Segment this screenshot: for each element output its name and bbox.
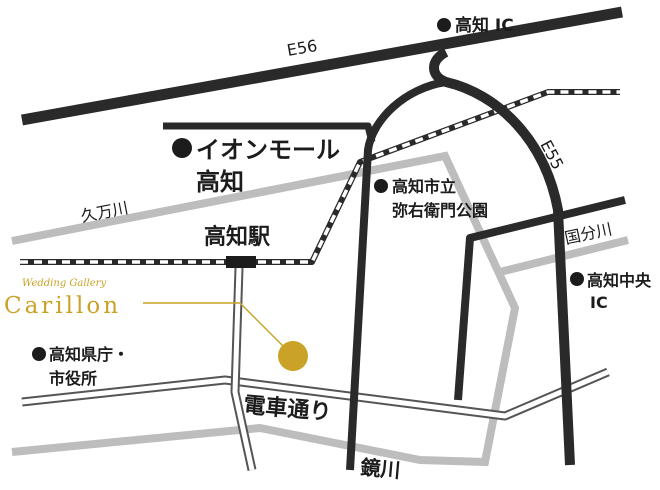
pref-office-label-line1: 高知県庁・	[49, 345, 129, 364]
chuo-ic-dot	[570, 272, 584, 286]
tram-street-label: 電車通り	[242, 393, 332, 426]
chuo-ic-label-line2: IC	[590, 293, 608, 312]
kagamigawa-label: 鏡川	[360, 455, 402, 482]
aeon-label-line1: イオンモール	[196, 136, 340, 164]
park-label-line2: 弥右衛門公園	[392, 201, 488, 220]
pref-office-dot	[32, 347, 46, 361]
road-ic-west	[346, 78, 447, 471]
aeon-label-line2: 高知	[196, 168, 244, 196]
venue-marker	[278, 341, 308, 371]
tram-street	[21, 267, 610, 471]
major-roads	[21, 6, 626, 471]
kochi-ic-label: 高知 IC	[455, 15, 514, 36]
aeon-dot	[172, 138, 192, 158]
road-east	[454, 196, 626, 401]
kochi-ic-dot	[437, 18, 451, 32]
rail-lines	[20, 89, 620, 265]
pref-office-label-line2: 市役所	[49, 369, 97, 388]
kochi-station-label: 高知駅	[204, 224, 270, 250]
chuo-ic-label-line1: 高知中央	[587, 271, 652, 290]
park-label-line1: 高知市立	[392, 177, 456, 196]
rail-main	[20, 89, 620, 265]
station-marker	[226, 256, 256, 268]
venue-subtitle: Wedding Gallery	[22, 278, 106, 289]
park-dot	[374, 179, 388, 193]
venue-connector-diag	[239, 302, 286, 349]
river-kumagawa	[11, 151, 520, 467]
road-e55	[429, 47, 575, 466]
venue-name: Carillon	[4, 293, 121, 319]
road-e56	[21, 6, 623, 126]
e56-label: E56	[285, 36, 318, 60]
